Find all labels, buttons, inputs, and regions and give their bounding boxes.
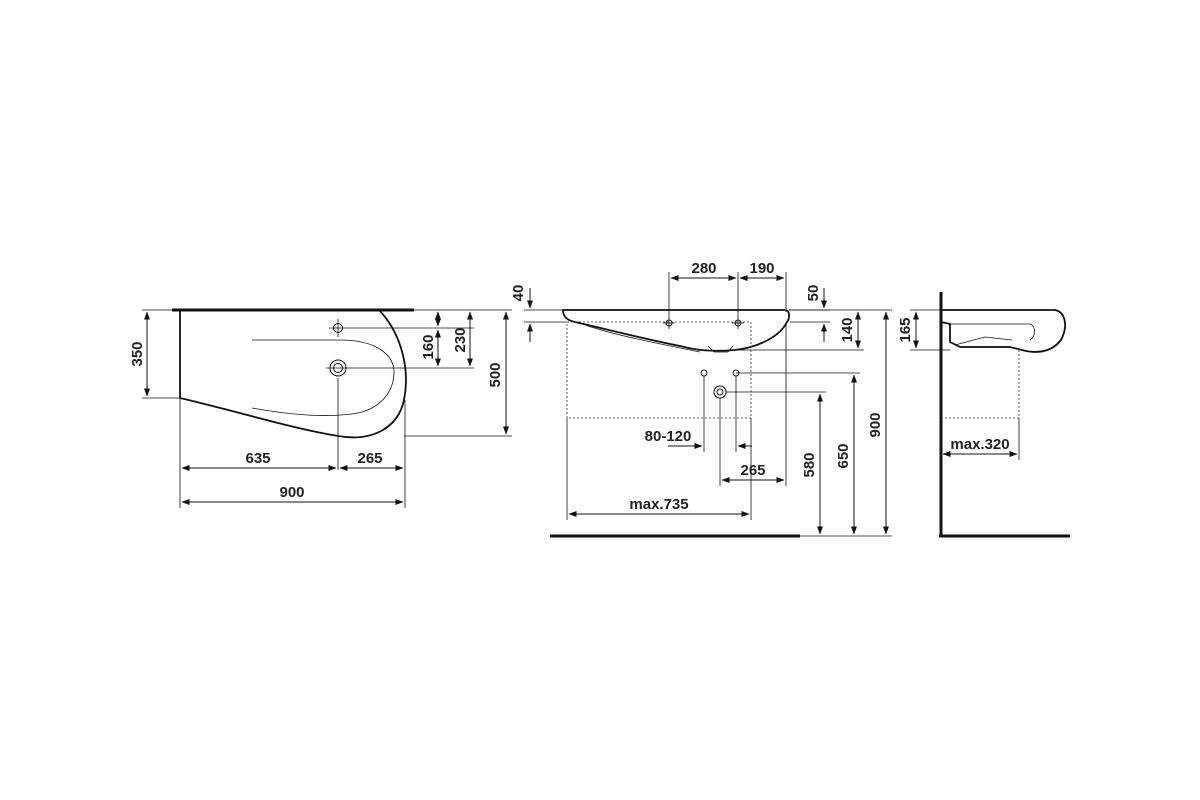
- dim-40: 40: [510, 285, 527, 302]
- dim-230: 230: [452, 327, 469, 352]
- tap-marker-right: [732, 317, 744, 329]
- waste-hole: [326, 359, 350, 377]
- waste-side: [954, 336, 1013, 346]
- dim-900-plan: 900: [279, 484, 304, 501]
- dim-650: 650: [835, 443, 852, 468]
- dim-580: 580: [801, 452, 818, 477]
- dim-160: 160: [420, 334, 437, 359]
- dim-265-front: 265: [740, 462, 765, 479]
- dim-50: 50: [805, 285, 822, 302]
- plan-view: 350 160 230 500 635 265 900: [129, 308, 512, 508]
- tap-marker-left: [663, 317, 675, 329]
- dim-80-120: 80-120: [645, 428, 692, 445]
- pedestal-dashed-side: [941, 350, 1020, 419]
- dim-350: 350: [129, 341, 146, 366]
- bowl-lip-front: [577, 321, 701, 353]
- basin-outline-plan: [179, 310, 407, 439]
- dim-190: 190: [749, 260, 774, 277]
- dim-900-height: 900: [867, 412, 884, 437]
- dim-280: 280: [691, 260, 716, 277]
- bowl-inner-plan: [251, 339, 395, 417]
- dim-140: 140: [839, 317, 856, 342]
- side-view: 165 max.320: [897, 292, 1070, 538]
- dim-165: 165: [897, 317, 914, 342]
- front-view: 280 190 40 50 140 580 650 900 80-: [510, 260, 892, 538]
- basin-outline-front: [562, 309, 790, 352]
- dim-635: 635: [245, 450, 270, 467]
- tap-hole: [329, 319, 347, 337]
- dim-max-735: max.735: [629, 496, 688, 513]
- waste-front: [707, 345, 734, 353]
- dim-265-plan: 265: [357, 450, 382, 467]
- basin-outline-side: [940, 309, 1066, 353]
- dim-max-320: max.320: [950, 436, 1009, 453]
- waste-holes: [700, 369, 740, 399]
- basin-inner-side: [950, 323, 1035, 341]
- dim-500: 500: [487, 362, 504, 387]
- pedestal-dashed: [566, 321, 752, 419]
